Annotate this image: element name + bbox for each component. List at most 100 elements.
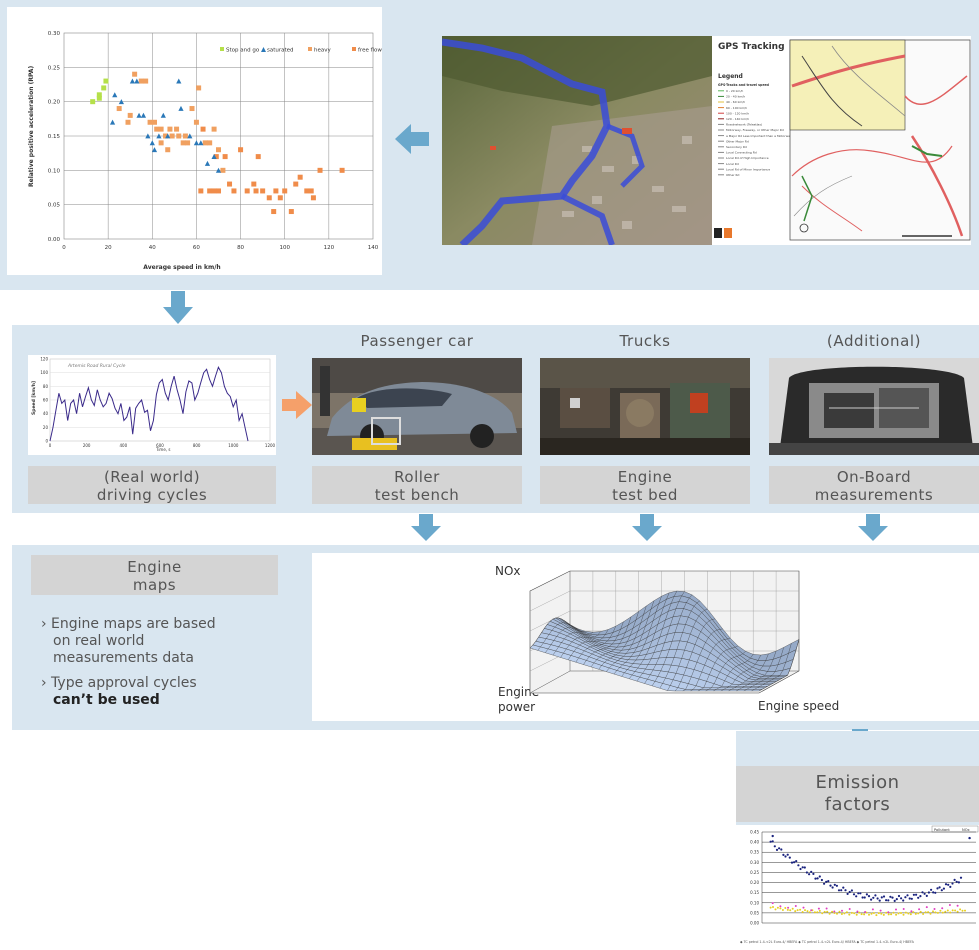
emission-point-blue: [959, 876, 963, 879]
emission-point-blue: [848, 890, 851, 894]
emission-point-magenta: [864, 911, 867, 913]
scatter-point-freeflow: [255, 154, 261, 160]
label-engine-maps: Engine maps: [31, 555, 278, 595]
nox-surface-plot: NOx Engine power Engine speed: [495, 564, 839, 714]
driving-ytick: 20: [43, 425, 49, 430]
emission-point-yellow: [924, 911, 927, 914]
emission-point-yellow: [882, 913, 885, 916]
emission-point-yellow: [922, 913, 925, 915]
scatter-chart: Relative positive acceleration (RPA) Ave…: [28, 31, 382, 271]
emission-ytick: 0.25: [750, 870, 759, 875]
emission-point-blue: [867, 895, 871, 898]
driving-ytick: 80: [43, 384, 49, 389]
emission-point-blue: [861, 896, 864, 899]
emission-point-blue: [897, 894, 901, 898]
surface-meshline: [560, 631, 601, 658]
emission-point-blue: [808, 873, 811, 876]
driving-xtick: 400: [120, 443, 128, 448]
emission-point-yellow: [813, 911, 816, 914]
emission-point-yellow: [932, 910, 934, 913]
emission-point-blue: [786, 853, 789, 856]
scatter-point-heavy: [143, 78, 149, 84]
scatter-point-freeflow: [227, 181, 233, 187]
scatter-point-freeflow: [317, 167, 323, 173]
driving-xtick: 600: [156, 443, 164, 448]
emission-point-yellow: [840, 913, 843, 915]
scatter-point-saturated: [134, 78, 140, 84]
driving-cycle-line: [49, 365, 249, 442]
emission-point-yellow: [808, 911, 811, 914]
surface-meshline: [568, 629, 609, 660]
scatter-point-saturated: [193, 140, 200, 146]
surface-meshline: [552, 632, 593, 656]
label-driving-cycles-line1: (Real world): [103, 468, 201, 486]
emission-point-yellow: [823, 910, 826, 913]
emission-point-yellow: [951, 909, 954, 912]
driving-ytick: 0: [45, 439, 48, 444]
emission-factor-chart: Pollutant NOx ◆ TC petrol 1.4-<2L Euro-4…: [740, 825, 979, 944]
surface-meshline: [728, 653, 769, 692]
surface-group: [529, 570, 800, 694]
surface-nox-label: NOx: [495, 564, 521, 578]
emission-point-yellow: [941, 911, 944, 914]
emission-point-blue: [778, 847, 781, 850]
emission-point-yellow: [769, 906, 772, 909]
emission-point-blue: [775, 848, 779, 851]
emission-point-blue: [921, 891, 924, 894]
driving-xtick: 800: [193, 443, 201, 448]
emission-point-blue: [957, 881, 960, 884]
bullet1-line3: measurements data: [53, 650, 194, 666]
roller-bench-photo: [312, 358, 522, 455]
scatter-legend-label: Stop and go: [226, 48, 260, 54]
emission-point-yellow: [799, 908, 802, 911]
emission-point-blue: [863, 896, 866, 899]
surface-meshline: [529, 617, 571, 649]
scatter-point-heavy: [189, 106, 195, 112]
scatter-point-freeflow: [211, 188, 217, 194]
emission-point-magenta: [841, 909, 843, 912]
label-emission-factors: Emission factors: [736, 766, 979, 822]
emission-point-blue: [942, 887, 945, 890]
emission-point-blue: [833, 883, 836, 886]
gps-legend-item: Local Rd of Minor Importance: [726, 167, 770, 171]
emission-point-yellow: [907, 912, 910, 915]
label-engine-bed-line1: Engine: [617, 468, 673, 486]
gps-legend-item: Local Connecting Rd: [726, 151, 757, 155]
emission-point-yellow: [863, 913, 866, 916]
gps-legend-title: Legend: [718, 73, 743, 80]
emission-point-blue: [947, 883, 950, 886]
emission-point-magenta: [802, 906, 805, 909]
emission-point-blue: [874, 894, 877, 897]
scatter-point-saturated: [187, 133, 193, 139]
driving-chart-title: Artemis Road Rural Cycle: [67, 363, 126, 369]
scatter-point-saturated: [140, 112, 147, 118]
label-onboard-line1: On-Board: [836, 468, 912, 486]
scatter-point-heavy: [132, 71, 138, 77]
driving-ytick: 60: [43, 398, 49, 403]
emission-point-yellow: [892, 911, 895, 914]
scatter-point-freeflow: [273, 188, 279, 194]
emission-point-blue: [925, 894, 928, 897]
emission-point-magenta: [794, 905, 797, 907]
emission-point-yellow: [885, 911, 888, 914]
emission-point-blue: [895, 898, 898, 901]
driving-xtick: 200: [83, 443, 91, 448]
emission-point-yellow: [845, 911, 848, 914]
emission-point-blue: [906, 894, 909, 897]
label-driving-cycles: (Real world) driving cycles: [28, 466, 276, 504]
scatter-point-heavy: [211, 126, 217, 132]
surface-meshline: [690, 638, 731, 692]
emission-point-yellow: [904, 911, 907, 914]
emission-point-blue: [893, 899, 896, 902]
emission-point-blue: [797, 864, 800, 867]
emission-point-magenta: [887, 911, 890, 914]
header-trucks: Trucks: [619, 332, 671, 350]
emission-point-yellow: [927, 911, 930, 914]
scatter-point-freeflow: [213, 154, 219, 160]
scatter-point-saturated: [129, 78, 136, 84]
emission-point-magenta: [817, 907, 820, 910]
emission-point-blue: [782, 853, 785, 856]
surface-meshline: [667, 608, 708, 691]
emission-point-blue: [936, 887, 939, 890]
arrow-down-1: [163, 291, 193, 324]
